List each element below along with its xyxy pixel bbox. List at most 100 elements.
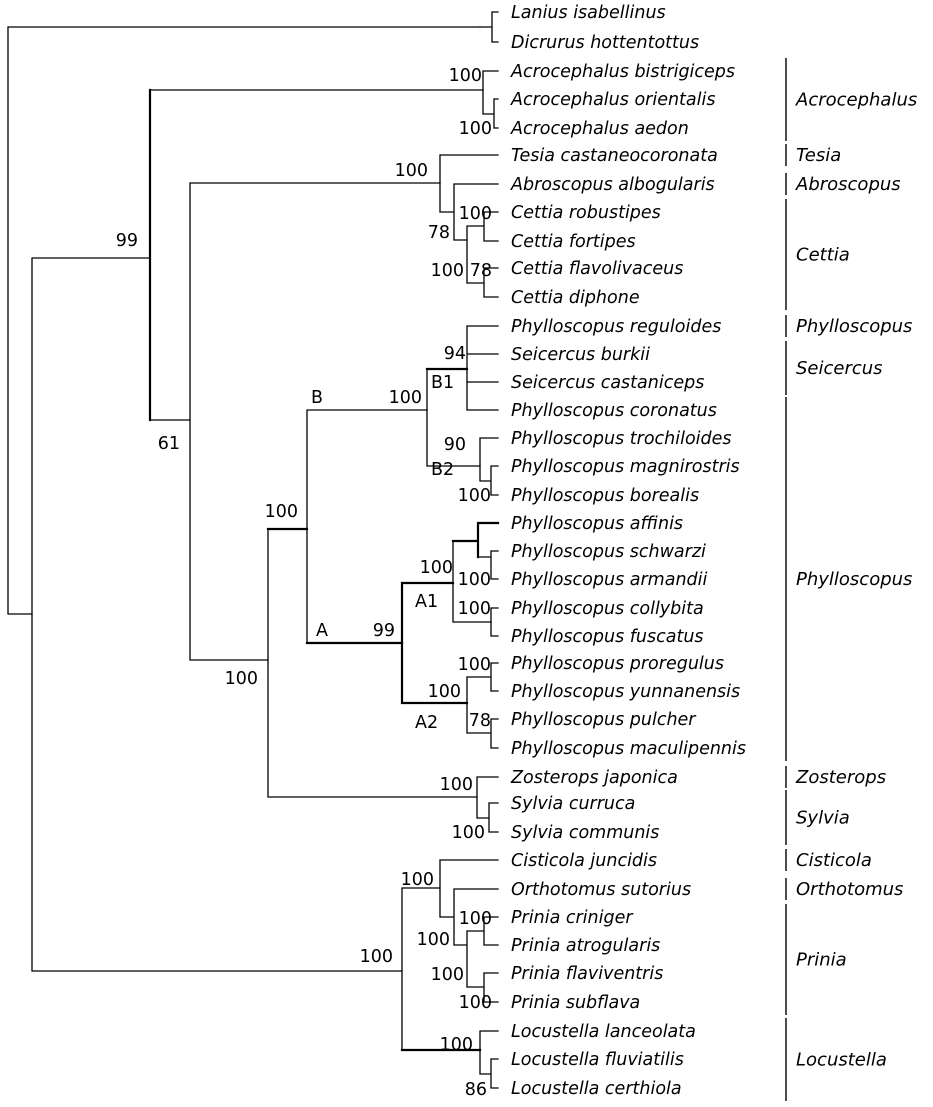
taxon-label: Zosterops japonica (510, 768, 678, 788)
taxon-label: Phylloscopus magnirostris (511, 457, 740, 477)
taxon-label: Phylloscopus coronatus (511, 401, 717, 421)
genus-group-label: Cettia (796, 245, 850, 266)
genus-group-label: Sylvia (796, 808, 850, 829)
branch-locustella (479, 1030, 499, 1089)
taxon-label: Cettia diphone (511, 288, 640, 308)
clade-label-a2: A2 (415, 713, 438, 733)
support-value: 100 (459, 909, 492, 929)
genus-group-label: Seicercus (796, 358, 883, 379)
taxon-label: Prinia atrogularis (511, 936, 660, 956)
branch-outgroup (479, 11, 499, 43)
support-value: 78 (470, 261, 492, 281)
branch-tesia-cettia (439, 154, 499, 298)
support-value: 100 (428, 682, 461, 702)
support-value: 100 (458, 486, 491, 506)
genus-group-label: Cisticola (796, 850, 872, 871)
taxon-label: Phylloscopus reguloides (511, 317, 721, 337)
support-value: 100 (440, 775, 473, 795)
support-value: 100 (452, 823, 485, 843)
support-value: 100 (360, 947, 393, 967)
support-value: 100 (389, 388, 422, 408)
support-value: 78 (469, 711, 491, 731)
genus-group-label: Acrocephalus (795, 90, 917, 111)
clade-label-b1: B1 (431, 373, 454, 393)
branch-clade-a2 (466, 662, 499, 749)
support-value: 100 (459, 119, 492, 139)
branch-phyllo-root (306, 409, 428, 644)
taxon-label: Abroscopus albogularis (510, 175, 715, 195)
taxon-label: Phylloscopus yunnanensis (511, 682, 740, 702)
taxon-label: Acrocephalus aedon (510, 119, 689, 139)
support-value: 61 (158, 434, 180, 454)
support-value: 100 (431, 965, 464, 985)
taxon-label: Phylloscopus proregulus (511, 654, 724, 674)
taxon-label: Seicercus castaniceps (511, 373, 704, 393)
branch-clade-a1-upper (451, 521, 500, 559)
support-value: 100 (420, 558, 453, 578)
taxon-label: Phylloscopus pulcher (511, 710, 697, 730)
taxon-label: Phylloscopus trochiloides (511, 429, 732, 449)
taxon-label: Seicercus burkii (511, 345, 650, 365)
clade-label-b2: B2 (431, 460, 454, 480)
support-value: 100 (395, 161, 428, 181)
branch-cisticolidae (439, 859, 499, 1003)
support-value: 100 (431, 261, 464, 281)
branch-clade-b2 (479, 437, 499, 496)
branch-clade-a (400, 581, 469, 705)
genus-group-label: Prinia (796, 950, 847, 971)
genus-group-label: Tesia (796, 145, 841, 166)
taxon-label: Prinia criniger (511, 908, 634, 928)
taxon-label: Acrocephalus orientalis (510, 90, 716, 110)
support-value: 100 (417, 930, 450, 950)
genus-group-labels: AcrocephalusTesiaAbroscopusCettiaPhyllos… (785, 58, 917, 1101)
support-value-labels: 100 100 100 78 100 100 78 99 61 100 100 100 94 90 100 9… (116, 66, 492, 1100)
taxon-label: Phylloscopus fuscatus (511, 627, 704, 647)
support-value: 94 (444, 344, 466, 364)
support-value: 100 (449, 66, 482, 86)
taxon-label: Locustella fluviatilis (511, 1050, 684, 1070)
branch-acrocephalus (482, 70, 499, 129)
branch-node-61 (189, 182, 441, 661)
genus-group-label: Orthotomus (796, 879, 903, 900)
genus-group-label: Phylloscopus (796, 569, 912, 590)
support-value: 99 (116, 231, 138, 251)
genus-group-label: Phylloscopus (796, 316, 912, 337)
taxon-label: Cisticola juncidis (511, 851, 657, 871)
support-value: 100 (225, 669, 258, 689)
support-value: 100 (265, 502, 298, 522)
taxon-label: Locustella lanceolata (511, 1022, 696, 1042)
support-value: 78 (428, 223, 450, 243)
support-value: 100 (459, 993, 492, 1013)
clade-label-b: B (311, 388, 323, 408)
taxon-label: Acrocephalus bistrigiceps (510, 62, 735, 82)
taxon-label: Locustella certhiola (511, 1079, 682, 1099)
support-value: 100 (440, 1035, 473, 1055)
taxon-label: Tesia castaneocoronata (511, 146, 718, 166)
support-value: 90 (444, 435, 466, 455)
taxon-label: Sylvia curruca (511, 794, 635, 814)
taxon-label: Cettia flavolivaceus (511, 259, 683, 279)
taxon-label: Orthotomus sutorius (511, 880, 691, 900)
support-value: 100 (458, 599, 491, 619)
taxon-label: Cettia fortipes (511, 232, 636, 252)
taxon-label: Prinia subflava (511, 993, 640, 1013)
taxon-label: Prinia flaviventris (511, 964, 663, 984)
branch-cisticolidae-locustella (401, 887, 441, 1051)
support-value: 100 (401, 870, 434, 890)
support-value: 100 (458, 655, 491, 675)
tree-branches (7, 11, 500, 1089)
branch-node-99-arms (149, 89, 484, 421)
taxon-label: Phylloscopus maculipennis (511, 739, 746, 759)
taxon-label: Dicrurus hottentottus (511, 33, 699, 53)
clade-label-a: A (316, 621, 328, 641)
branch-zosterops-sylvia (476, 776, 499, 833)
support-value: 99 (373, 621, 395, 641)
branch-ingroup (31, 257, 403, 972)
taxon-label: Sylvia communis (511, 823, 659, 843)
support-value: 100 (459, 204, 492, 224)
genus-group-label: Zosterops (795, 767, 886, 788)
taxon-label: Phylloscopus affinis (511, 514, 683, 534)
taxon-label: Lanius isabellinus (511, 3, 666, 23)
genus-group-label: Abroscopus (795, 174, 901, 195)
